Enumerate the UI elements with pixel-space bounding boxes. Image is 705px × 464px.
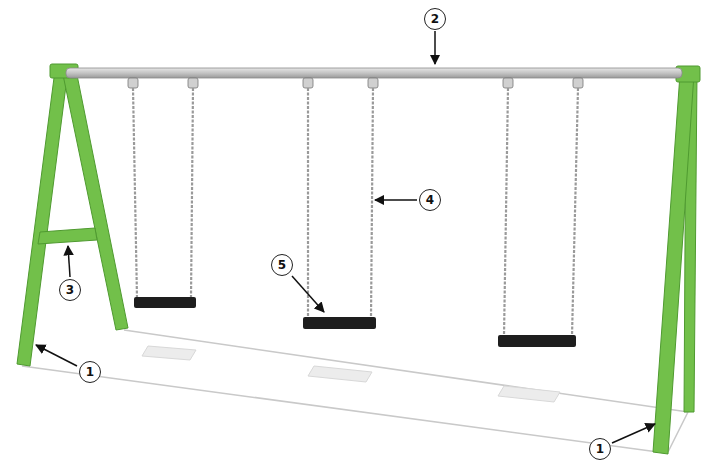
callout-number: 5 <box>271 254 293 276</box>
ground-outline <box>22 330 688 452</box>
callout-text: 5 <box>278 259 286 271</box>
callout-number: 1 <box>79 361 101 383</box>
leader-arrows <box>36 31 655 443</box>
callout-number: 1 <box>589 438 611 460</box>
callout-text: 2 <box>431 13 439 25</box>
callout-number: 4 <box>419 189 441 211</box>
right-a-frame <box>653 66 700 454</box>
callout-text: 3 <box>66 284 74 296</box>
swings <box>128 78 583 347</box>
callout-text: 1 <box>86 366 94 378</box>
callout-text: 4 <box>426 194 434 206</box>
callout-number: 2 <box>424 8 446 30</box>
left-a-frame <box>17 64 128 366</box>
callout-text: 1 <box>596 443 604 455</box>
ground-plates <box>142 346 560 402</box>
top-beam <box>66 68 682 78</box>
callout-number: 3 <box>59 279 81 301</box>
